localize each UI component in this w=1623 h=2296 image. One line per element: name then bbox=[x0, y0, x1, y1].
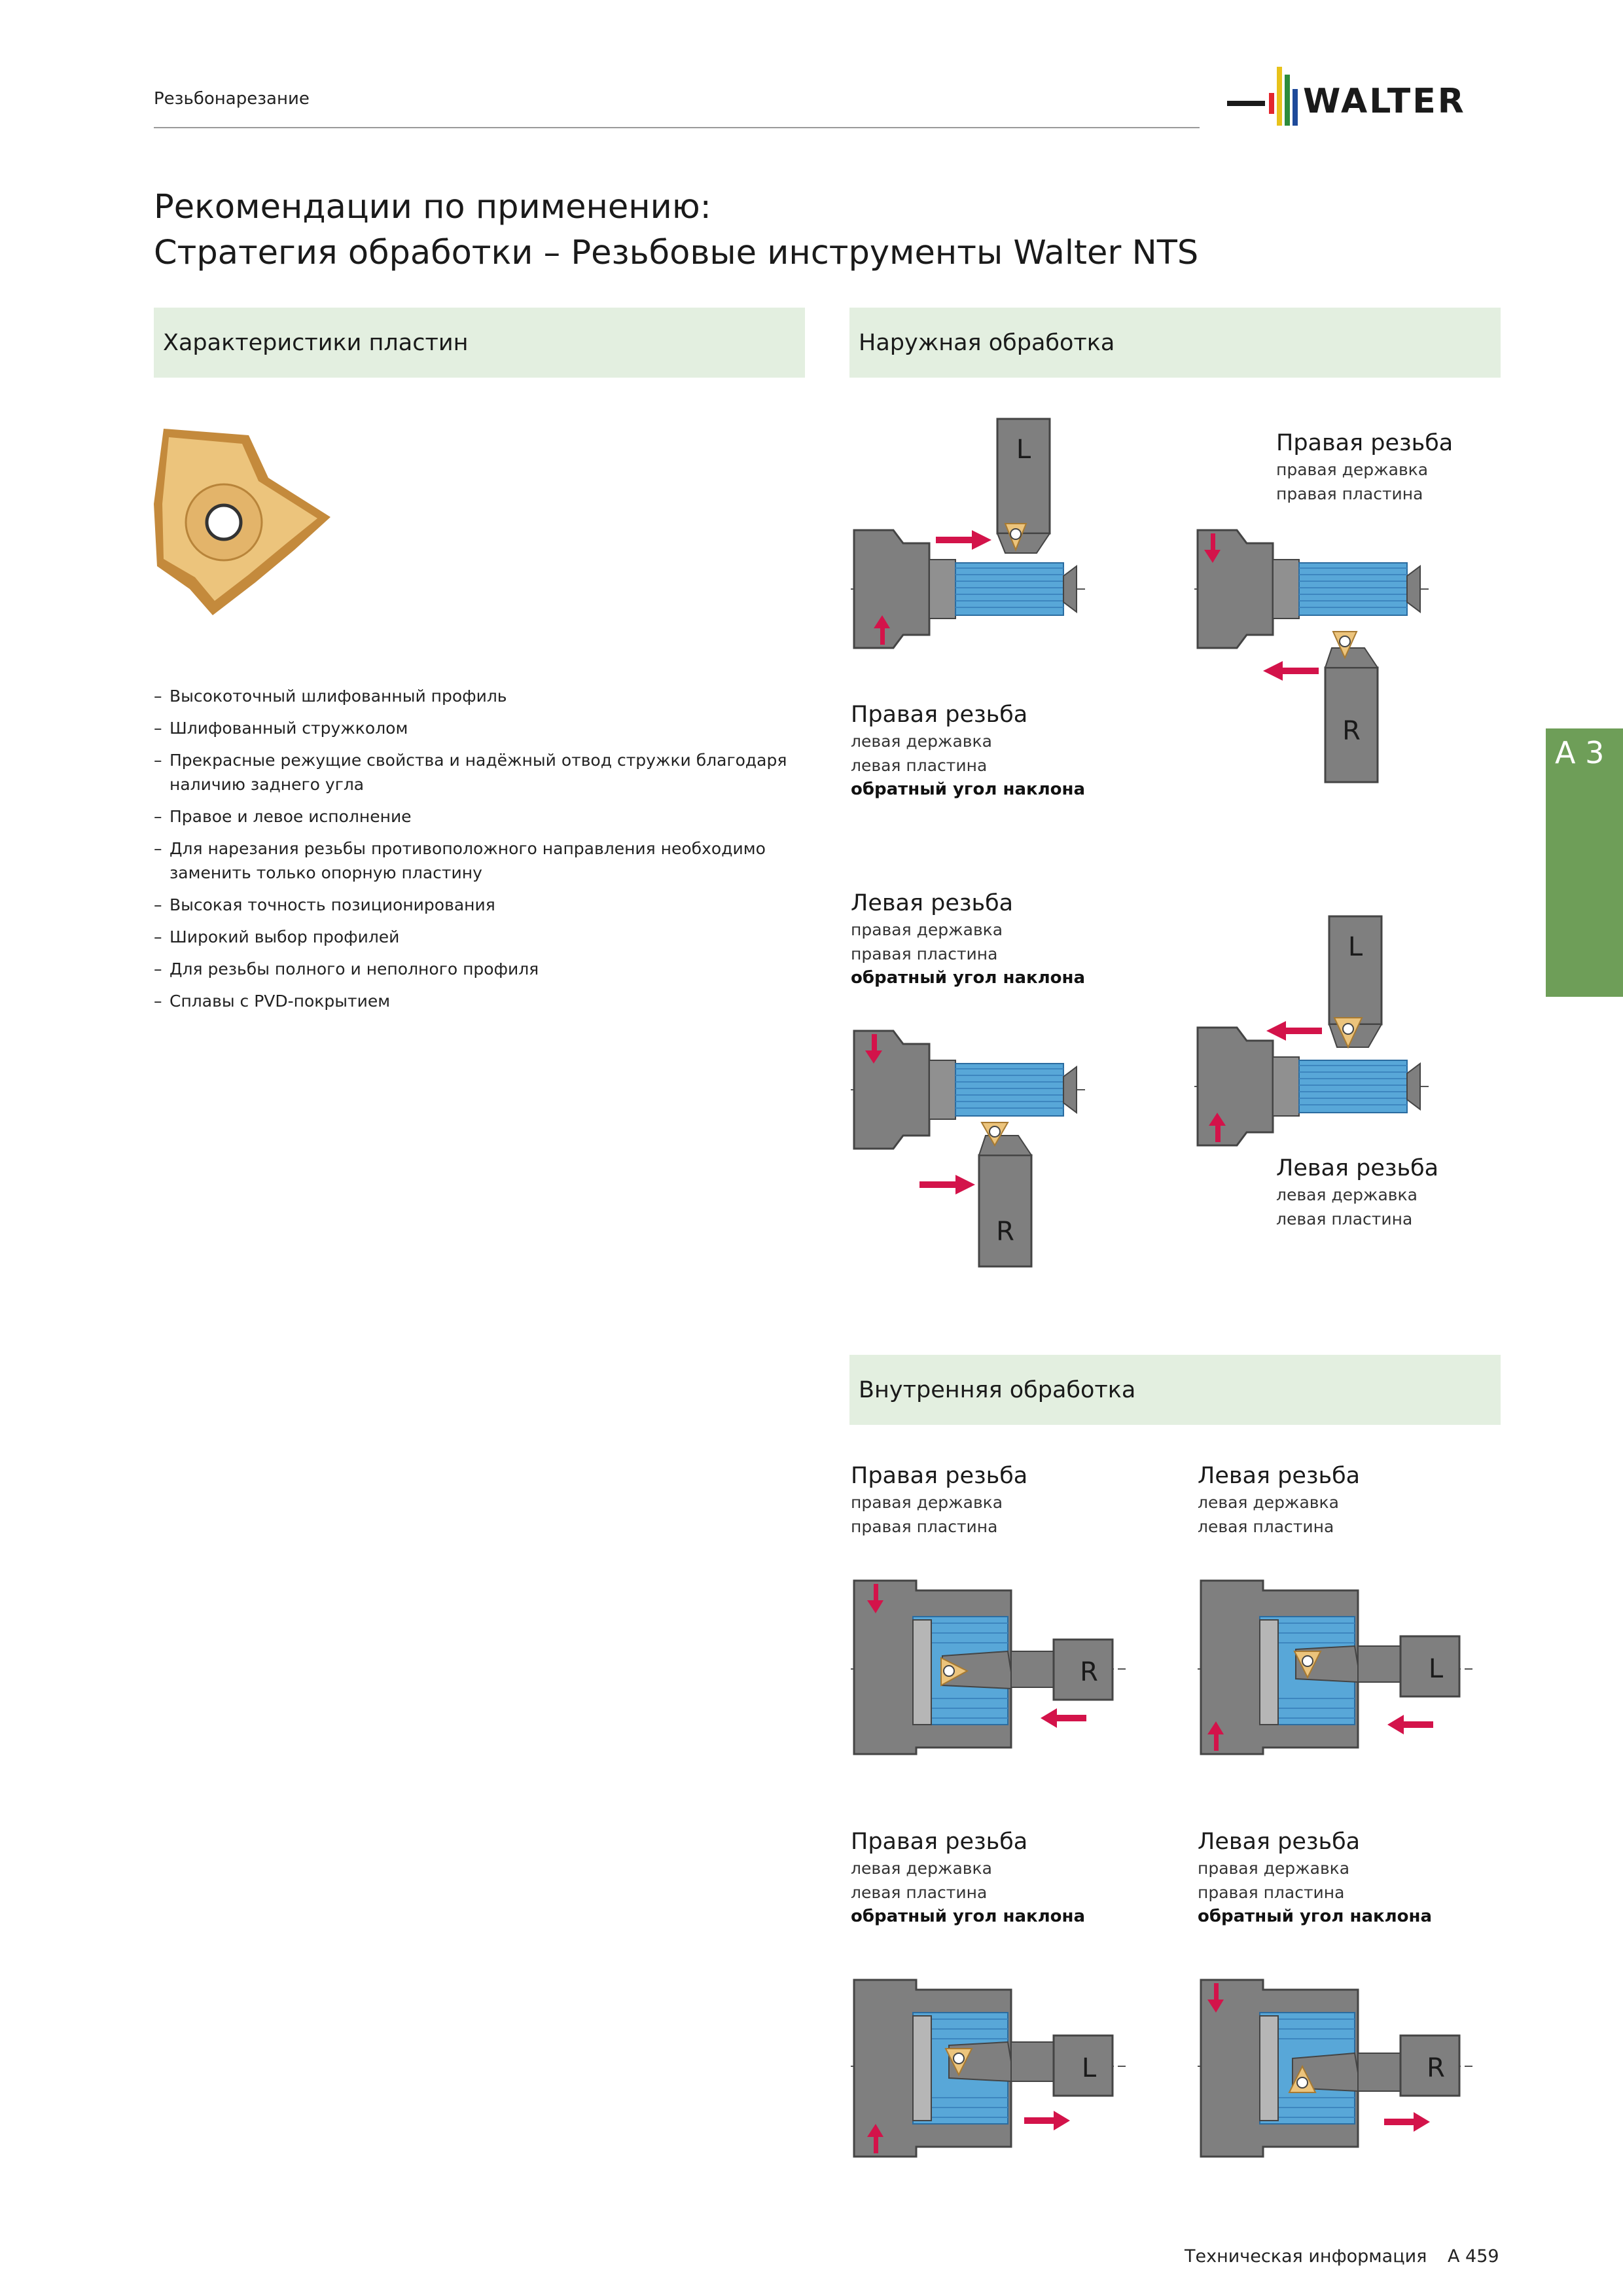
external-case-1-label: Правая резьба правая державка правая пла… bbox=[1276, 430, 1454, 503]
arrow-icon bbox=[1266, 1021, 1322, 1041]
feature-list: Высокоточный шлифованный профиль Шлифова… bbox=[154, 684, 798, 1021]
tool-label: L bbox=[1016, 435, 1031, 465]
tool-label: R bbox=[996, 1217, 1014, 1247]
section-band-external: Наружная обработка bbox=[849, 308, 1501, 378]
tool-label: L bbox=[1429, 1654, 1444, 1684]
section-title-external: Наружная обработка bbox=[859, 330, 1115, 356]
feature-item: Шлифованный стружколом bbox=[154, 716, 798, 740]
arrow-icon bbox=[1263, 661, 1319, 681]
title-line-1: Рекомендации по применению: bbox=[154, 188, 711, 226]
external-case-3-label: Левая резьба правая державка правая плас… bbox=[851, 890, 1086, 988]
rotation-arrow-icon bbox=[1209, 1113, 1226, 1142]
page-title: Рекомендации по применению: Стратегия об… bbox=[154, 185, 1198, 276]
arrow-icon bbox=[1384, 2112, 1430, 2132]
rotation-arrow-icon bbox=[1207, 1983, 1224, 2013]
tool-label: R bbox=[1427, 2053, 1445, 2083]
external-diagram-2: R bbox=[1194, 529, 1430, 783]
arrow-icon bbox=[936, 530, 991, 550]
arrow-icon bbox=[1041, 1708, 1086, 1728]
section-title-internal: Внутренняя обработка bbox=[859, 1377, 1136, 1403]
arrow-icon bbox=[919, 1175, 975, 1194]
footer-text: Техническая информация bbox=[1185, 2246, 1427, 2267]
feature-item: Правое и левое исполнение bbox=[154, 804, 798, 829]
tool-label: R bbox=[1080, 1657, 1098, 1687]
rotation-arrow-icon bbox=[867, 2124, 883, 2153]
feature-item: Сплавы с PVD-покрытием bbox=[154, 989, 798, 1013]
chapter-tab-label: A 3 bbox=[1555, 735, 1605, 770]
internal-diagram-1: R bbox=[851, 1579, 1126, 1755]
internal-case-3-label: Правая резьба левая державка левая пласт… bbox=[851, 1829, 1086, 1926]
feature-item: Широкий выбор профилей bbox=[154, 925, 798, 949]
arrow-icon bbox=[1024, 2111, 1070, 2130]
tool-label: L bbox=[1082, 2053, 1097, 2083]
external-diagram-4: L bbox=[1194, 915, 1430, 1147]
internal-diagram-3: L bbox=[851, 1979, 1126, 2158]
feature-item: Для нарезания резьбы противоположного на… bbox=[154, 836, 798, 885]
rotation-arrow-icon bbox=[874, 615, 890, 645]
running-header: Резьбонарезание bbox=[154, 89, 310, 109]
feature-item: Для резьбы полного и неполного профиля bbox=[154, 957, 798, 981]
internal-case-2-label: Левая резьба левая державка левая пласти… bbox=[1198, 1463, 1361, 1536]
rotation-arrow-icon bbox=[865, 1034, 882, 1064]
internal-diagram-2: L bbox=[1198, 1579, 1472, 1755]
title-line-2: Стратегия обработки – Резьбовые инструме… bbox=[154, 234, 1199, 272]
rotation-arrow-icon bbox=[1207, 1721, 1224, 1751]
insert-illustration bbox=[154, 429, 330, 615]
internal-case-4-label: Левая резьба правая державка правая плас… bbox=[1198, 1829, 1433, 1926]
section-title-inserts: Характеристики пластин bbox=[163, 330, 469, 356]
walter-logo: WALTER bbox=[1227, 60, 1502, 132]
external-case-2-label: Правая резьба левая державка левая пласт… bbox=[851, 702, 1086, 799]
external-diagram-3: R bbox=[851, 1030, 1086, 1268]
header-rule bbox=[154, 127, 1200, 128]
brand-text: WALTER bbox=[1303, 82, 1466, 121]
tool-label: R bbox=[1342, 716, 1361, 746]
internal-case-1-label: Правая резьба правая державка правая пла… bbox=[851, 1463, 1028, 1536]
chapter-tab: A 3 bbox=[1546, 728, 1623, 997]
page-number: A 459 bbox=[1448, 2246, 1499, 2267]
tool-label: L bbox=[1348, 932, 1363, 962]
section-band-inserts: Характеристики пластин bbox=[154, 308, 805, 378]
internal-diagram-4: R bbox=[1198, 1979, 1472, 2158]
rotation-arrow-icon bbox=[867, 1584, 883, 1613]
feature-item: Высокоточный шлифованный профиль bbox=[154, 684, 798, 708]
section-band-internal: Внутренняя обработка bbox=[849, 1355, 1501, 1425]
feature-item: Высокая точность позиционирования bbox=[154, 893, 798, 917]
external-case-4-label: Левая резьба левая державка левая пласти… bbox=[1276, 1155, 1439, 1229]
rotation-arrow-icon bbox=[1204, 533, 1221, 563]
feature-item: Прекрасные режущие свойства и надёжный о… bbox=[154, 748, 798, 797]
arrow-icon bbox=[1387, 1715, 1433, 1734]
external-diagram-1: L bbox=[851, 418, 1086, 649]
